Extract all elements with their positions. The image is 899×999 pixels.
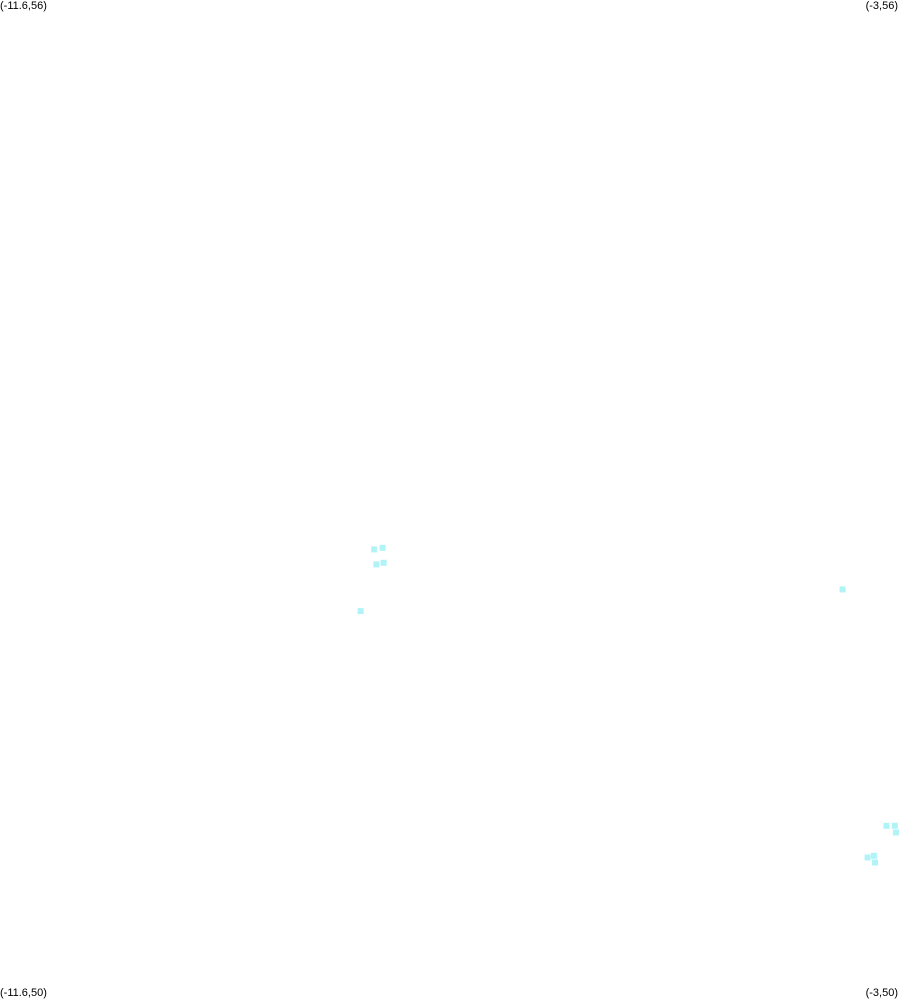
map-point-marker [379,544,386,551]
map-point-marker [892,829,899,836]
corner-label-bottom-left: (-11.6,50) [0,987,47,999]
corner-label-bottom-right: (-3,50) [865,987,898,999]
corner-label-top-left: (-11.6,56) [0,0,47,12]
map-point-marker [357,608,364,615]
map-point-marker [373,561,380,568]
corner-label-top-right: (-3,56) [865,0,898,12]
map-point-marker [864,854,871,861]
map-point-marker [891,822,898,829]
marker-layer [357,544,899,866]
map-point-marker [371,546,378,553]
map-point-marker [380,559,387,566]
map-point-marker [883,822,890,829]
map-point-marker [872,859,878,866]
map-point-marker [839,586,846,593]
map-point-marker [870,852,877,859]
